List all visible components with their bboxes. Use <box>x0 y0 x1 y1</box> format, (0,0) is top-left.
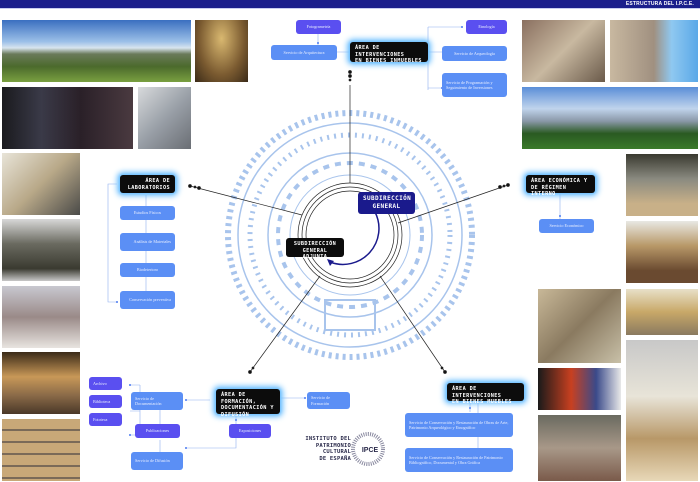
cycle-arrow-head <box>327 259 334 266</box>
ipce-logo-text: INSTITUTO DEL PATRIMONIO CULTURAL DE ESP… <box>305 436 351 462</box>
photo-gargoyle <box>609 19 699 83</box>
service-arquitectura[interactable]: Servicio de Arquitectura <box>271 45 337 60</box>
photo-sculpture-restoration <box>521 19 606 83</box>
service-programacion-inversiones[interactable]: Servicio de Programación y Seguimiento d… <box>442 73 507 97</box>
photo-dark-lab <box>1 86 134 150</box>
center-ring <box>301 186 399 284</box>
subdireccion-general[interactable]: SUBDIRECCIÓN GENERAL <box>358 192 415 214</box>
spoke-formacion <box>249 275 321 373</box>
photo-archive <box>1 418 81 482</box>
service-biodeterioro[interactable]: Biodeterioro <box>120 263 175 277</box>
service-biblioteca[interactable]: Biblioteca <box>89 395 122 408</box>
service-fotogrametria[interactable]: Fotogrametría <box>296 20 341 34</box>
service-etnologia[interactable]: Etnología <box>466 20 507 34</box>
area-bienes-inmuebles[interactable]: ÁREA DE INTERVENCIONES EN BIENES INMUEBL… <box>350 42 428 64</box>
plan-stairs <box>324 299 376 331</box>
service-difusion[interactable]: Servicio de Difusión <box>131 452 183 470</box>
photo-building <box>1 19 192 83</box>
photo-microscope <box>137 86 192 150</box>
ipce-logo-mark-text: IPCE <box>362 447 379 454</box>
photo-manuscript-restoration <box>625 339 699 482</box>
photo-library <box>1 351 81 415</box>
service-publicaciones[interactable]: Publicaciones <box>135 424 180 438</box>
service-conservacion-obras-arte[interactable]: Servicio de Conservación y Restauración … <box>405 413 513 437</box>
ipce-logo-mark: IPCE <box>351 432 385 466</box>
photo-excavation <box>625 220 699 284</box>
service-fototeca[interactable]: Fototeca <box>89 413 122 426</box>
spoke-laboratorios <box>189 185 303 216</box>
photo-monastery <box>521 86 699 150</box>
service-documentacion[interactable]: Servicio de Documentación <box>131 392 183 410</box>
service-economico[interactable]: Servicio Económico <box>539 219 594 233</box>
subdireccion-general-adjunta[interactable]: SUBDIRECCIÓN GENERAL ADJUNTA <box>286 238 344 260</box>
service-formacion[interactable]: Servicio de Formación <box>307 392 350 409</box>
spoke-economica <box>397 184 509 224</box>
spokes <box>188 70 510 374</box>
photo-large-painting <box>1 218 81 282</box>
photo-lab-workstations <box>1 285 81 349</box>
service-archivo[interactable]: Archivo <box>89 377 122 390</box>
service-exposiciones[interactable]: Exposiciones <box>229 424 271 438</box>
cycle-arrow <box>329 211 380 266</box>
spoke-muebles <box>379 275 446 373</box>
service-estudios-fisicos[interactable]: Estudios Físicos <box>120 206 175 220</box>
photo-vaulted-interior <box>194 19 249 83</box>
area-laboratorios[interactable]: ÁREA DE LABORATORIOS <box>120 175 175 193</box>
center-ring <box>305 190 395 280</box>
service-conservacion-preventiva[interactable]: Conservación preventiva <box>120 291 175 309</box>
plan-ring <box>276 161 424 309</box>
photo-painting-workshop <box>537 288 622 364</box>
service-conservacion-patrimonio-bibliografico[interactable]: Servicio de Conservación y Restauración … <box>405 448 513 472</box>
photo-painting-restoration <box>537 367 622 411</box>
photo-statue-restoration <box>537 414 622 482</box>
area-economica[interactable]: ÁREA ECONÓMICA Y DE RÉGIMEN INTERNO <box>526 175 595 197</box>
area-formacion[interactable]: ÁREA DE FORMACIÓN, DOCUMENTACIÓN Y DIFUS… <box>216 389 280 418</box>
page-title: ESTRUCTURA DEL I.P.C.E. <box>625 1 694 7</box>
divider <box>0 8 700 9</box>
area-bienes-muebles[interactable]: ÁREA DE INTERVENCIONES EN BIENES MUEBLES <box>447 383 524 405</box>
header-bar: ESTRUCTURA DEL I.P.C.E. <box>0 0 700 8</box>
photo-office <box>625 153 699 217</box>
service-analisis-materiales[interactable]: Análisis de Materiales <box>120 233 175 251</box>
service-arqueologia[interactable]: Servicio de Arqueología <box>442 46 507 61</box>
photo-manuscript <box>1 152 81 216</box>
photo-arched-gallery <box>625 288 699 336</box>
